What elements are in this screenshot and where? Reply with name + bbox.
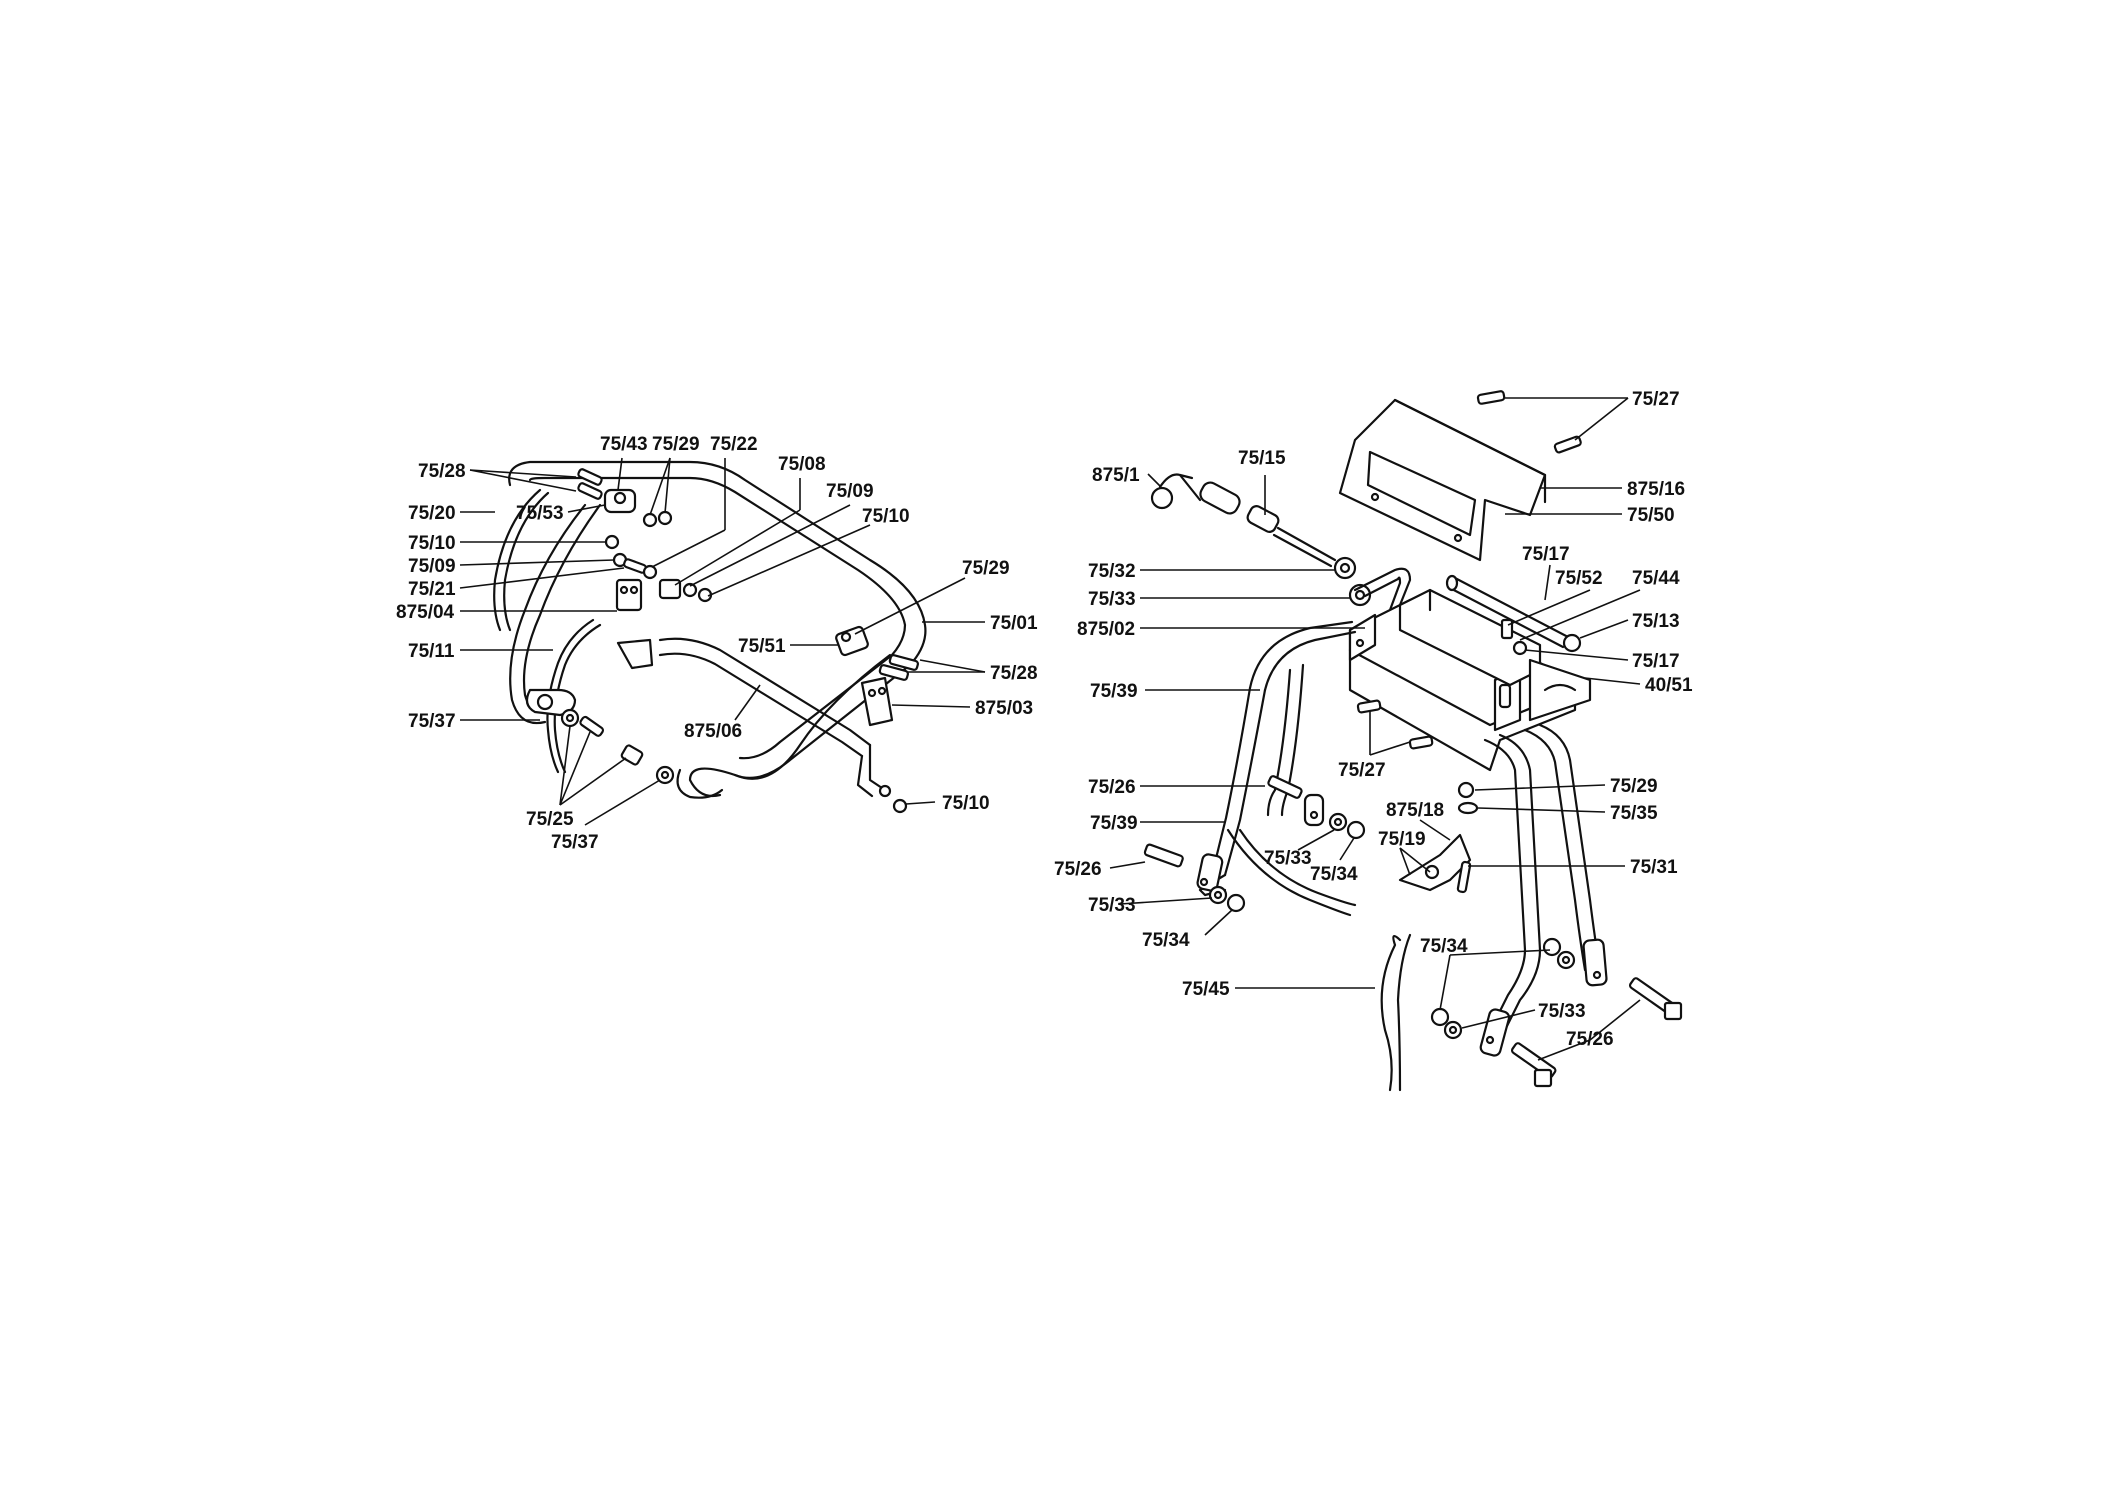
label-75-08: 75/08 — [778, 454, 826, 475]
label-75-43: 75/43 — [600, 434, 648, 455]
part-labels: 75/28 75/20 75/53 75/10 75/09 75/21 875/… — [396, 389, 1693, 1050]
label-875-03: 875/03 — [975, 698, 1033, 719]
left-handlebar-assembly — [493, 460, 927, 814]
label-75-33-c: 75/33 — [1088, 895, 1136, 916]
label-75-28-a: 75/28 — [418, 461, 466, 482]
label-75-51: 75/51 — [738, 636, 786, 657]
label-875-1: 875/1 — [1092, 465, 1140, 486]
label-75-34-c: 75/34 — [1420, 936, 1468, 957]
label-75-29-a: 75/29 — [652, 434, 700, 455]
label-75-29-b: 75/29 — [962, 558, 1010, 579]
label-75-29-c: 75/29 — [1610, 776, 1658, 797]
label-875-18: 875/18 — [1386, 800, 1444, 821]
label-75-33-b: 75/33 — [1264, 848, 1312, 869]
label-75-25: 75/25 — [526, 809, 574, 830]
label-75-35: 75/35 — [1610, 803, 1658, 824]
label-75-09-b: 75/09 — [826, 481, 874, 502]
label-75-01: 75/01 — [990, 613, 1038, 634]
label-75-17-b: 75/17 — [1632, 651, 1680, 672]
label-75-53: 75/53 — [516, 503, 564, 524]
label-75-26-b: 75/26 — [1054, 859, 1102, 880]
label-75-33-a: 75/33 — [1088, 589, 1136, 610]
label-40-51: 40/51 — [1645, 675, 1693, 696]
label-875-04: 875/04 — [396, 602, 455, 623]
label-75-15: 75/15 — [1238, 448, 1286, 469]
label-75-11: 75/11 — [408, 641, 455, 662]
label-75-39-b: 75/39 — [1090, 813, 1138, 834]
label-75-27-b: 75/27 — [1338, 760, 1386, 781]
label-75-22: 75/22 — [710, 434, 758, 455]
label-75-37-a: 75/37 — [408, 711, 456, 732]
label-75-10-a: 75/10 — [408, 533, 456, 554]
label-75-19: 75/19 — [1378, 829, 1426, 850]
label-75-10-c: 75/10 — [942, 793, 990, 814]
label-75-50: 75/50 — [1627, 505, 1675, 526]
label-75-34-b: 75/34 — [1142, 930, 1190, 951]
right-leader-lines — [1109, 397, 1641, 1061]
label-75-17-a: 75/17 — [1522, 544, 1570, 565]
label-75-20: 75/20 — [408, 503, 456, 524]
label-875-16: 875/16 — [1627, 479, 1685, 500]
label-75-09-a: 75/09 — [408, 556, 456, 577]
label-875-06: 875/06 — [684, 721, 742, 742]
label-75-34-a: 75/34 — [1310, 864, 1358, 885]
label-75-33-d: 75/33 — [1538, 1001, 1586, 1022]
right-handlebar-assembly — [1143, 390, 1683, 1092]
left-leader-lines — [459, 457, 986, 826]
label-75-13: 75/13 — [1632, 611, 1680, 632]
label-75-26-c: 75/26 — [1566, 1029, 1614, 1050]
label-75-10-b: 75/10 — [862, 506, 910, 527]
label-75-26-a: 75/26 — [1088, 777, 1136, 798]
label-75-28-b: 75/28 — [990, 663, 1038, 684]
label-75-37-b: 75/37 — [551, 832, 599, 853]
label-75-31: 75/31 — [1630, 857, 1678, 878]
label-75-39-a: 75/39 — [1090, 681, 1138, 702]
label-75-52: 75/52 — [1555, 568, 1603, 589]
label-875-02: 875/02 — [1077, 619, 1135, 640]
label-75-32: 75/32 — [1088, 561, 1136, 582]
label-75-27-a: 75/27 — [1632, 389, 1680, 410]
label-75-44: 75/44 — [1632, 568, 1680, 589]
label-75-45: 75/45 — [1182, 979, 1230, 1000]
label-75-21: 75/21 — [408, 579, 456, 600]
